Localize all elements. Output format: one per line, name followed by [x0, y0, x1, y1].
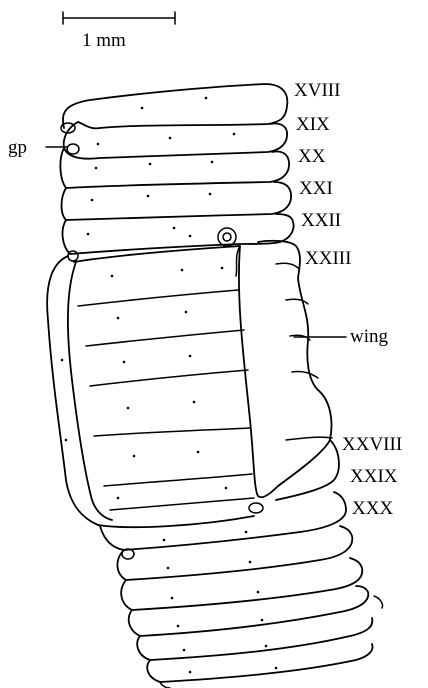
- posterior-tail-line: [160, 682, 170, 688]
- body-furrow-1: [78, 290, 238, 306]
- genital-pore-lower: [67, 144, 79, 154]
- segment-label-xviii: XVIII: [294, 80, 340, 101]
- body-furrow-5: [104, 474, 252, 486]
- gp-label: gp: [8, 137, 27, 158]
- pore-xxiii: [68, 251, 78, 261]
- segment-xxxiii: [137, 618, 372, 660]
- body-furrow-2: [86, 330, 244, 346]
- segment-xxi: [62, 182, 292, 220]
- posterior-segments: [100, 492, 383, 688]
- segment-label-xxii: XXII: [301, 210, 341, 231]
- segment-xxx: [117, 526, 352, 580]
- body-furrow-3: [90, 370, 248, 386]
- pore-xxii-inner: [223, 233, 231, 241]
- segment-xxxii: [129, 586, 369, 636]
- body-lower-edge: [98, 516, 254, 527]
- segment-label-xix: XIX: [296, 114, 330, 135]
- body-furrow-4: [94, 428, 250, 436]
- segment-label-xxix: XXIX: [350, 466, 398, 487]
- left-inner-edge: [68, 262, 112, 520]
- segment-xxii: [63, 214, 294, 254]
- segment-label-xx: XX: [298, 146, 326, 167]
- segment-xxxiv: [147, 644, 372, 682]
- right-body-edge: [276, 440, 339, 500]
- segment-xxxi: [121, 558, 362, 610]
- segment-label-xxviii: XXVIII: [342, 434, 402, 455]
- segment-label-xxx: XXX: [352, 498, 393, 519]
- pore-xxii-outer: [218, 228, 236, 246]
- segment-xviii: [63, 84, 288, 128]
- scale-bar: 1 mm: [63, 12, 175, 51]
- wing-furrow-4: [292, 371, 318, 378]
- segment-label-xxiii: XXIII: [305, 248, 351, 269]
- scale-bar-label: 1 mm: [82, 30, 126, 51]
- wing-furrow-5: [286, 437, 332, 440]
- segment-label-xxi: XXI: [299, 178, 333, 199]
- wing-label: wing: [350, 326, 389, 347]
- right-side-stub: [374, 596, 383, 608]
- wing-furrow-2: [286, 299, 308, 304]
- segment-xx: [60, 148, 289, 188]
- pore-xxix: [249, 503, 263, 513]
- wing: [239, 241, 332, 497]
- wing-furrow-1: [276, 263, 298, 268]
- body-furrow-6: [110, 498, 254, 510]
- anterior-segments: [60, 84, 293, 261]
